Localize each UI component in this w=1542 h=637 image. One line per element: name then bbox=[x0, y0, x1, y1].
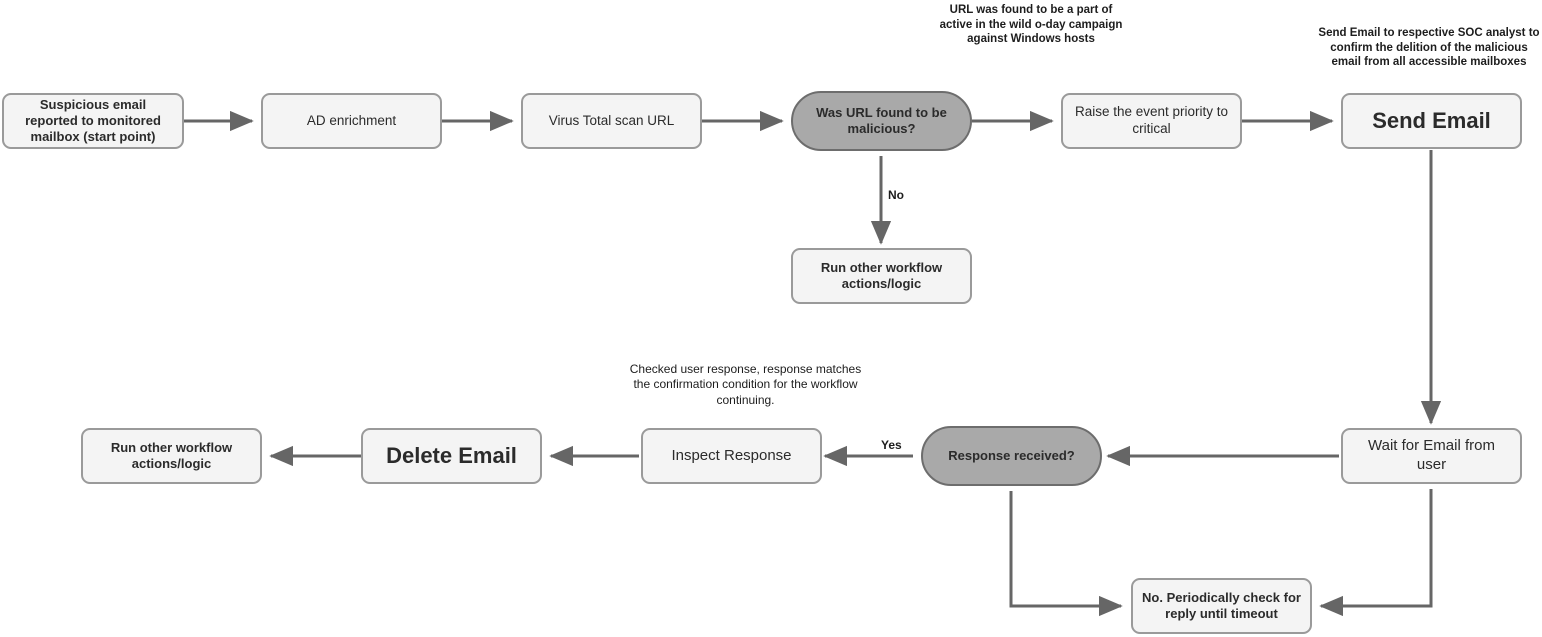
edge-label-yes: Yes bbox=[881, 438, 902, 452]
node-run-other-workflow-top[interactable]: Run other workflow actions/logic bbox=[791, 248, 972, 304]
node-decision-response-received[interactable]: Response received? bbox=[921, 426, 1102, 486]
node-raise-priority[interactable]: Raise the event priority to critical bbox=[1061, 93, 1242, 149]
node-start[interactable]: Suspicious email reported to monitored m… bbox=[2, 93, 184, 149]
node-raise-priority-label: Raise the event priority to critical bbox=[1074, 104, 1229, 136]
node-wait-for-email-label: Wait for Email from user bbox=[1368, 437, 1495, 473]
node-inspect-response[interactable]: Inspect Response bbox=[641, 428, 822, 484]
node-ad-enrichment[interactable]: AD enrichment bbox=[261, 93, 442, 149]
annotation-checked-user-response-text: Checked user response, response matches … bbox=[629, 362, 862, 407]
edge-label-no-text: No bbox=[888, 188, 904, 202]
node-wait-for-email[interactable]: Wait for Email from user bbox=[1341, 428, 1522, 484]
node-virustotal-scan[interactable]: Virus Total scan URL bbox=[521, 93, 702, 149]
annotation-checked-user-response: Checked user response, response matches … bbox=[628, 362, 863, 408]
node-decision-url-malicious-label: Was URL found to be malicious? bbox=[816, 104, 947, 136]
node-decision-url-malicious[interactable]: Was URL found to be malicious? bbox=[791, 91, 972, 151]
node-decision-response-received-label: Response received? bbox=[948, 447, 1075, 463]
node-delete-email-label: Delete Email bbox=[386, 443, 517, 469]
node-virustotal-scan-label: Virus Total scan URL bbox=[548, 112, 675, 128]
node-send-email-label: Send Email bbox=[1372, 108, 1491, 134]
node-run-other-workflow-bottom[interactable]: Run other workflow actions/logic bbox=[81, 428, 262, 484]
node-timeout-check[interactable]: No. Periodically check for reply until t… bbox=[1131, 578, 1312, 634]
node-delete-email[interactable]: Delete Email bbox=[361, 428, 542, 484]
node-run-other-workflow-bottom-label: Run other workflow actions/logic bbox=[110, 439, 233, 471]
annotation-url-campaign-text: URL was found to be a part of active in … bbox=[939, 4, 1123, 46]
node-ad-enrichment-label: AD enrichment bbox=[306, 112, 397, 128]
node-start-label: Suspicious email reported to monitored m… bbox=[25, 96, 161, 145]
annotation-send-email-soc: Send Email to respective SOC analyst to … bbox=[1316, 26, 1542, 70]
edge-label-no: No bbox=[888, 188, 904, 202]
node-timeout-check-label: No. Periodically check for reply until t… bbox=[1142, 589, 1301, 621]
node-inspect-response-label: Inspect Response bbox=[671, 446, 792, 464]
edge-label-yes-text: Yes bbox=[881, 438, 902, 452]
annotation-url-campaign: URL was found to be a part of active in … bbox=[936, 3, 1126, 47]
node-send-email[interactable]: Send Email bbox=[1341, 93, 1522, 149]
edge-wait-loop-to-timeout bbox=[1319, 489, 1433, 617]
annotation-send-email-soc-text: Send Email to respective SOC analyst to … bbox=[1318, 27, 1540, 69]
node-run-other-workflow-top-label: Run other workflow actions/logic bbox=[820, 259, 943, 291]
edge-response-no-to-timeout bbox=[1009, 491, 1123, 617]
